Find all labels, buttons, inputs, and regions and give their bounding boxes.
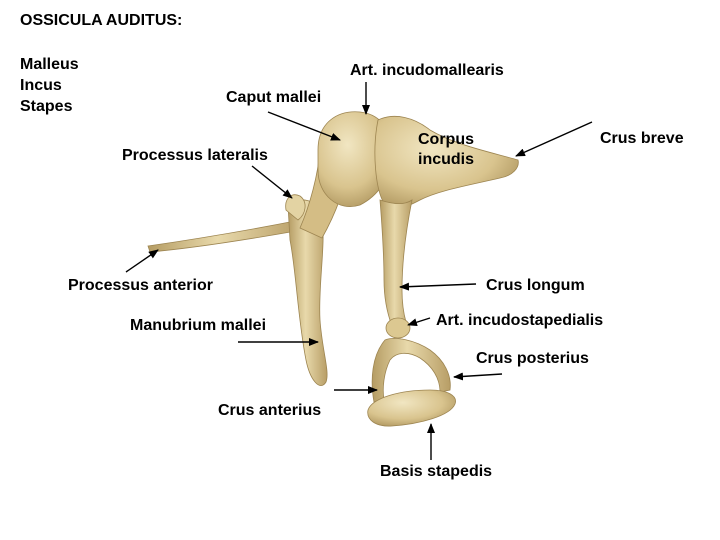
label-crus-anterius: Crus anterius <box>218 402 322 419</box>
label-basis-stapedis: Basis stapedis <box>380 463 493 480</box>
label-corpus-incudis-line1: Corpus <box>418 131 474 148</box>
label-processus-anterior: Processus anterior <box>68 277 213 294</box>
processus-lenticularis-shape <box>385 317 411 339</box>
label-crus-longum: Crus longum <box>486 277 585 294</box>
processus-lateralis-shape <box>285 194 306 221</box>
label-corpus-incudis-line2: incudis <box>418 151 475 168</box>
arrow-crus-breve <box>515 121 593 157</box>
ossicle-list-item: Malleus <box>20 56 79 73</box>
processus-anterior-shape <box>147 219 303 253</box>
label-crus-breve: Crus breve <box>600 130 684 147</box>
crus-longum-shape <box>379 199 413 327</box>
arrow-caput-mallei <box>267 111 341 141</box>
arrow-art-incudostapedialis <box>407 317 431 327</box>
slide-title: OSSICULA AUDITUS: <box>20 12 183 29</box>
ossicle-list: Malleus Incus Stapes <box>20 54 79 117</box>
ossicle-list-item: Stapes <box>20 98 73 115</box>
label-crus-posterius: Crus posterius <box>476 350 589 367</box>
label-manubrium-mallei: Manubrium mallei <box>130 317 267 334</box>
arrow-crus-posterius <box>453 372 503 381</box>
arrow-crus-longum <box>399 282 477 291</box>
arrow-processus-lateralis <box>251 165 293 199</box>
basis-stapedis-shape <box>367 389 456 427</box>
stapes-crura-shape <box>371 338 451 403</box>
label-art-incudomallearis: Art. incudomallearis <box>350 62 504 79</box>
ossicle-list-item: Incus <box>20 77 62 94</box>
label-caput-mallei: Caput mallei <box>226 89 322 106</box>
arrow-processus-anterior <box>125 249 159 273</box>
label-processus-lateralis: Processus lateralis <box>122 147 268 164</box>
label-art-incudostapedialis: Art. incudostapedialis <box>436 312 604 329</box>
